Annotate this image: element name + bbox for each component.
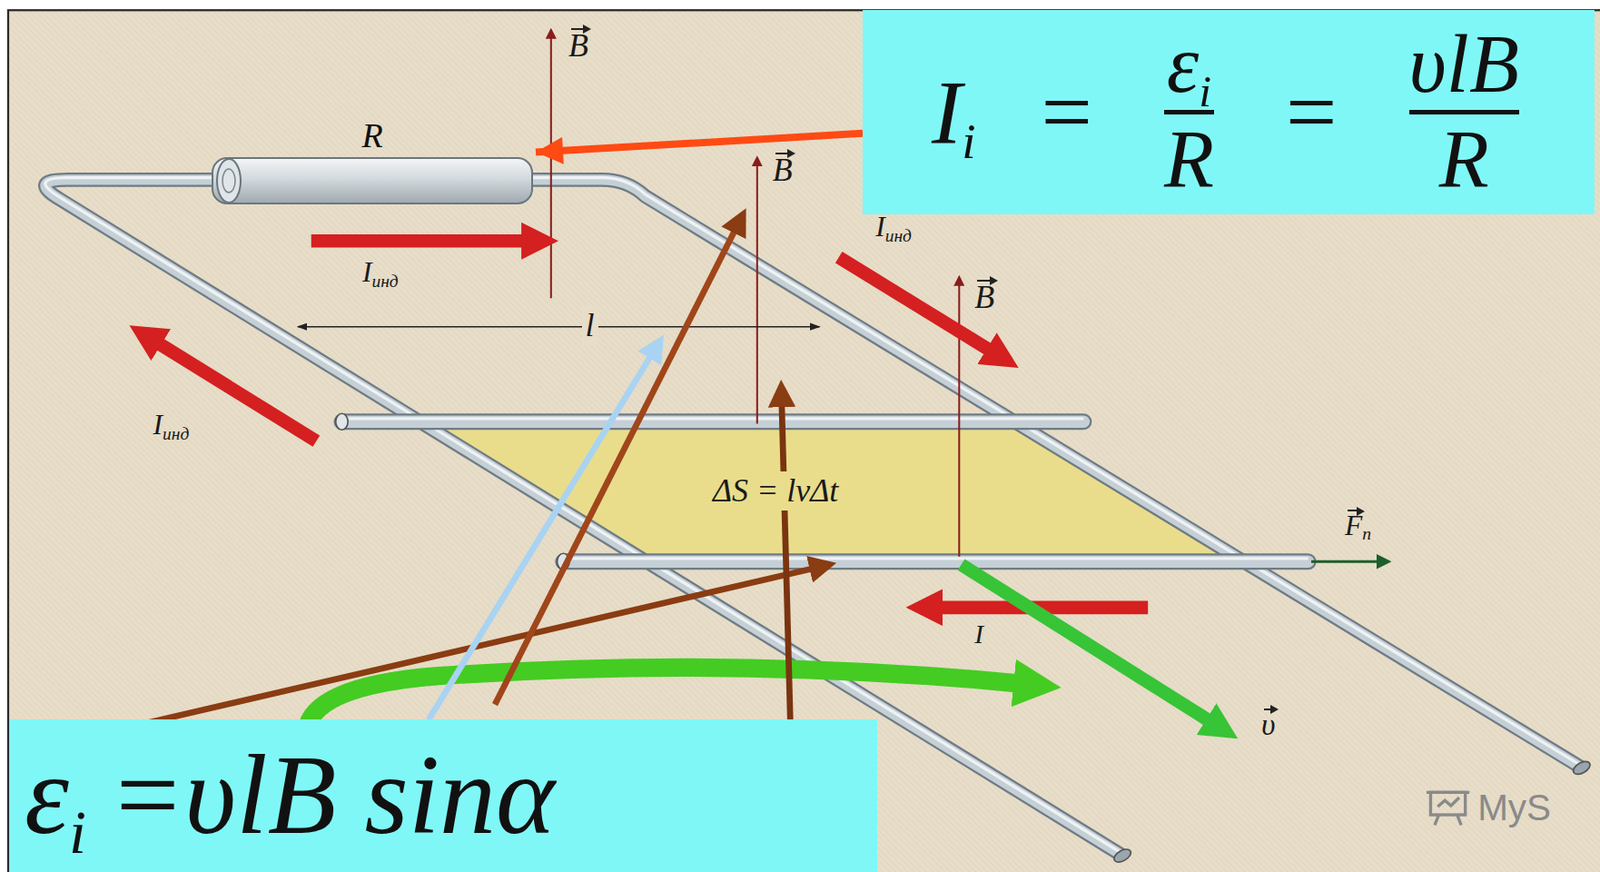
subscript-label: инд (371, 270, 398, 292)
label: Fп (1344, 508, 1372, 544)
fraction-bar (1409, 109, 1520, 115)
subscript-index: i (69, 800, 87, 863)
formula-group: = (1040, 67, 1092, 159)
formula-symbol: R (1164, 118, 1215, 201)
resistor-symbol: R (208, 118, 536, 206)
formula-group: =υlB sinα (108, 739, 556, 852)
formula-symbol: = (1040, 67, 1092, 159)
physics-symbol: I (875, 209, 885, 245)
formula-box: εi=υlB sinα (9, 719, 878, 872)
formula-symbol: = (1285, 67, 1337, 159)
formula-group: R (361, 118, 383, 153)
resistor-cap (217, 158, 241, 203)
pointer-connector (535, 133, 863, 153)
physics-symbol: I (974, 618, 984, 651)
numerator: εi (1166, 23, 1212, 106)
illustration-part (428, 352, 653, 721)
vector-symbol: B (974, 277, 995, 317)
illustration-part (530, 179, 1581, 768)
subscript-label: инд (162, 423, 189, 445)
illustration-part (562, 553, 1308, 570)
label: υ (1261, 706, 1275, 743)
illustration-part (562, 555, 1308, 568)
denominator: R (1439, 118, 1490, 201)
label: B (772, 150, 793, 190)
resistor-cap (222, 168, 236, 193)
vector-symbol: B (772, 150, 793, 190)
denominator: R (1164, 118, 1215, 201)
physics-symbol: l (585, 306, 595, 346)
formula-symbol: =υlB sinα (108, 739, 556, 852)
illustration-part (562, 556, 1308, 560)
illustration-part (1112, 846, 1134, 865)
formula-symbol: R (1439, 118, 1490, 201)
label: l (582, 306, 599, 346)
illustration-part (494, 227, 737, 705)
label: Iинд (153, 407, 190, 443)
subscript-label: п (1362, 523, 1372, 544)
illustration-part (530, 179, 1581, 768)
label: I (974, 618, 984, 651)
illustration-part (63, 567, 817, 742)
formula-group: Ii (931, 67, 977, 159)
illustration-part (341, 416, 1084, 420)
fraction: εiR (1164, 23, 1215, 201)
physics-symbol: I (362, 255, 372, 290)
dimension-line (297, 325, 820, 328)
illustration-part (1426, 791, 1470, 825)
formula-symbol: υlB (1409, 23, 1520, 106)
subscript-index: i (1198, 69, 1212, 115)
vector-symbol: B (568, 26, 589, 66)
pointer-arrows (63, 227, 817, 743)
resistor-cylinder (212, 158, 533, 204)
label: B (974, 277, 995, 317)
numerator: υlB (1409, 23, 1520, 106)
current-arrows (153, 240, 1149, 608)
formula-symbol: ε (1166, 23, 1199, 106)
illustration-part (341, 413, 1084, 430)
label: ΔS = lvΔt (709, 471, 842, 511)
illustration-part (756, 158, 759, 424)
illustration-part (311, 234, 532, 248)
formula-symbol: R (361, 118, 383, 153)
label: Iинд (362, 255, 399, 290)
fraction: υlB R (1409, 23, 1520, 201)
illustration-part (550, 30, 553, 299)
illustration-part (1570, 758, 1592, 777)
velocity-arrow (961, 564, 1215, 724)
label: B (568, 26, 589, 66)
formula-box: Ii=εiR=υlBR (862, 9, 1595, 215)
watermark: MyS (1477, 785, 1551, 830)
formula-symbol: ε (24, 739, 70, 852)
force-arrow (1311, 560, 1388, 563)
watermark-icon (1426, 791, 1470, 825)
vector-symbol: υ (1261, 706, 1275, 743)
formula-symbol: I (931, 67, 962, 159)
sliding-rods (335, 413, 1309, 570)
illustration-part (530, 177, 1581, 766)
slide-frame (8, 9, 1600, 872)
illustration-part (958, 277, 960, 557)
formula-group: = (1285, 67, 1337, 159)
subscript-label: инд (885, 225, 912, 247)
label: MyS (1477, 785, 1551, 830)
physics-symbol: I (153, 407, 163, 443)
illustration-part (341, 415, 1084, 428)
vector-symbol: F (1344, 508, 1363, 544)
subscript-index: i (961, 116, 976, 167)
label: Iинд (875, 209, 912, 245)
illustration-part (781, 400, 791, 741)
physics-symbol: ΔS = lvΔt (712, 471, 839, 511)
illustration-part (335, 413, 348, 430)
illustration-part (839, 256, 996, 354)
formula-group: εi (24, 739, 87, 852)
